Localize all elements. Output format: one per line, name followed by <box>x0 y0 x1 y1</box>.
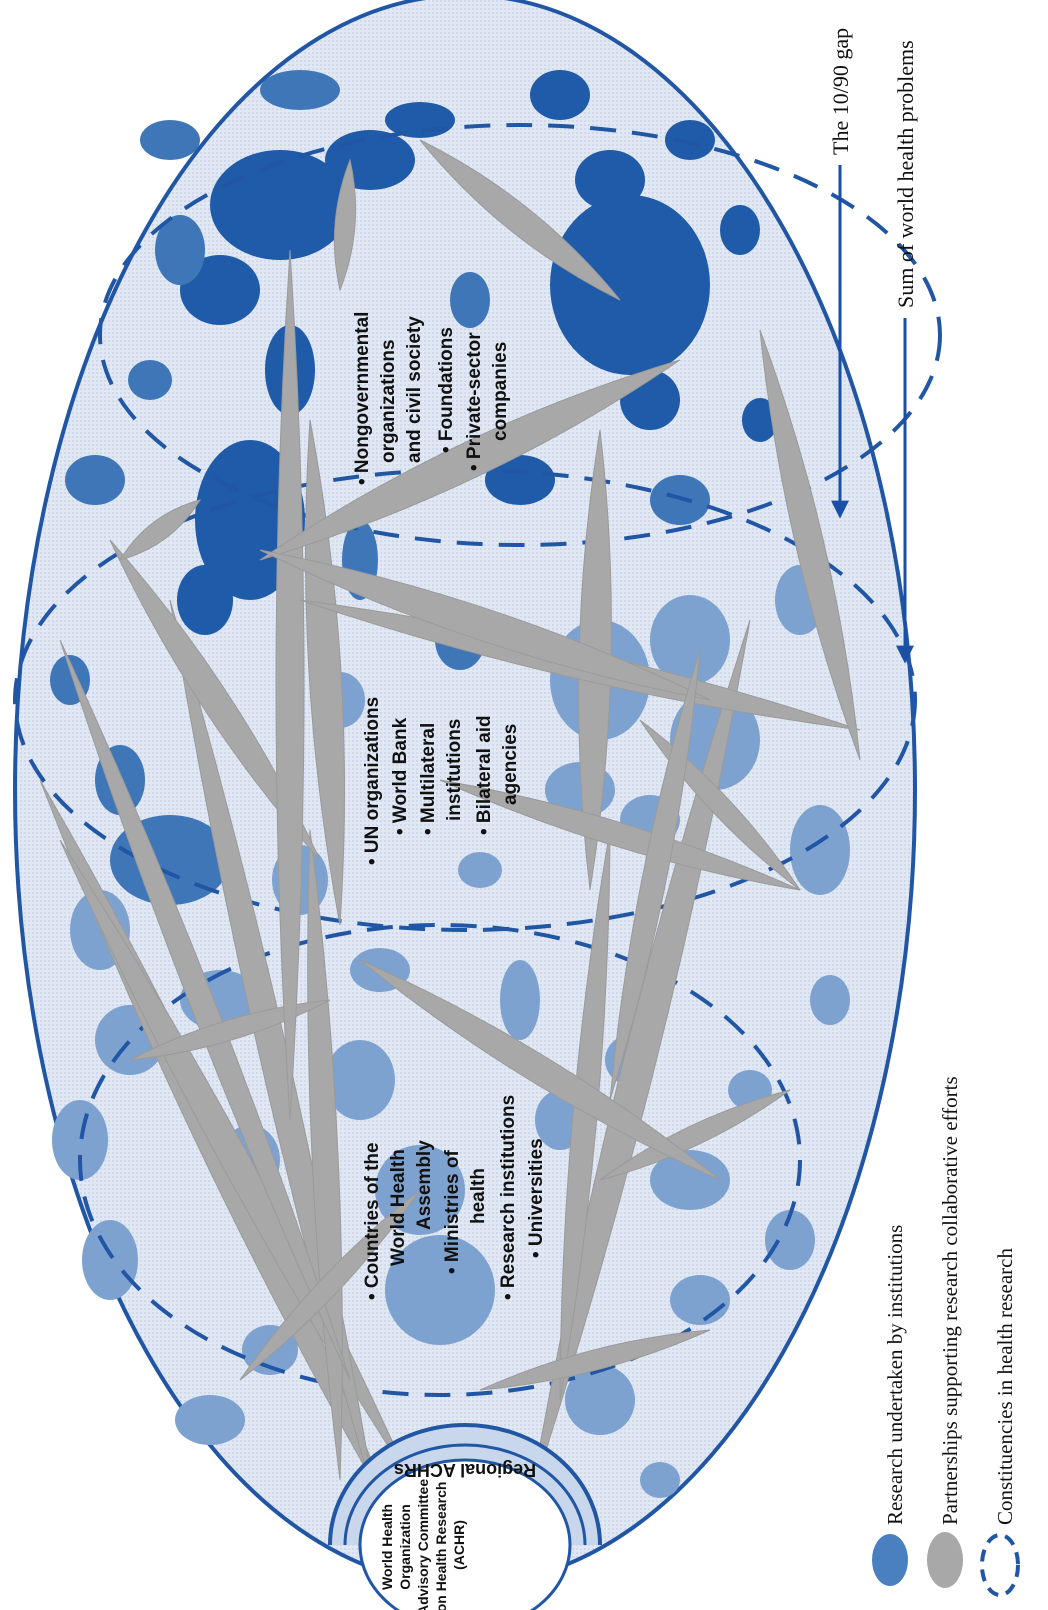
research-blob <box>575 150 645 210</box>
un-line: • Bilateral aid <box>474 715 495 835</box>
ngo-line: • Private-sector <box>464 332 485 471</box>
countries-line: World Health <box>388 1149 409 1266</box>
research-blob <box>790 805 850 895</box>
research-blob <box>458 852 502 888</box>
research-blob <box>665 120 715 160</box>
achr-title-line: World Health <box>379 1504 395 1590</box>
ngo-line: • Nongovernmental <box>352 312 373 485</box>
legend-label-research: Research undertaken by institutions <box>883 1225 907 1525</box>
research-blob <box>670 1275 730 1325</box>
countries-line: • Ministries of <box>442 1149 463 1274</box>
gap-label: The 10/90 gap <box>828 28 853 155</box>
research-blob <box>500 960 540 1040</box>
legend-label-partnerships: Partnerships supporting research collabo… <box>938 1076 962 1525</box>
ngo-line: • Foundations <box>436 327 457 453</box>
achr-title-line: (ACHR) <box>451 1520 467 1570</box>
grey-spindle-icon <box>927 1532 963 1588</box>
research-blob <box>82 1220 138 1300</box>
dashed-circle-icon <box>982 1535 1018 1595</box>
research-blob <box>810 975 850 1025</box>
blue-ellipse-icon <box>872 1534 908 1586</box>
research-blob <box>128 360 172 400</box>
countries-line: health <box>468 1168 489 1224</box>
research-blob <box>550 195 710 375</box>
research-blob <box>260 70 340 110</box>
research-blob <box>530 70 590 120</box>
research-blob <box>450 272 490 328</box>
ngo-line: and civil society <box>404 316 425 463</box>
legend: Research undertaken by institutions Part… <box>872 1076 1018 1595</box>
un-line: agencies <box>500 724 521 805</box>
research-blob <box>325 130 415 190</box>
research-blob <box>720 205 760 255</box>
countries-line: • Universities <box>526 1138 547 1258</box>
un-line: institutions <box>444 719 465 821</box>
un-line: • World Bank <box>390 717 411 835</box>
un-line: • UN organizations <box>362 697 383 865</box>
countries-line: • Countries of the <box>362 1142 383 1300</box>
research-blob <box>177 565 233 635</box>
outer-ellipse <box>15 0 915 1585</box>
achr-title-line: Organization <box>397 1504 413 1590</box>
countries-line: • Research institutions <box>498 1095 519 1300</box>
achr-title-line: Advisory Committee <box>415 1479 431 1610</box>
un-line: • Multilateral <box>418 723 439 835</box>
sum-label: Sum of world health problems <box>893 40 918 308</box>
ngo-line: companies <box>490 342 511 441</box>
research-blob <box>65 455 125 505</box>
achr-title-line: on Health Research <box>433 1482 449 1610</box>
countries-line: Assembly <box>414 1140 435 1230</box>
research-blob <box>175 1395 245 1445</box>
research-blob <box>140 120 200 160</box>
ngo-line: organizations <box>378 339 399 463</box>
research-blob <box>640 1462 680 1498</box>
legend-label-constituencies: Constituencies in health research <box>993 1248 1017 1525</box>
